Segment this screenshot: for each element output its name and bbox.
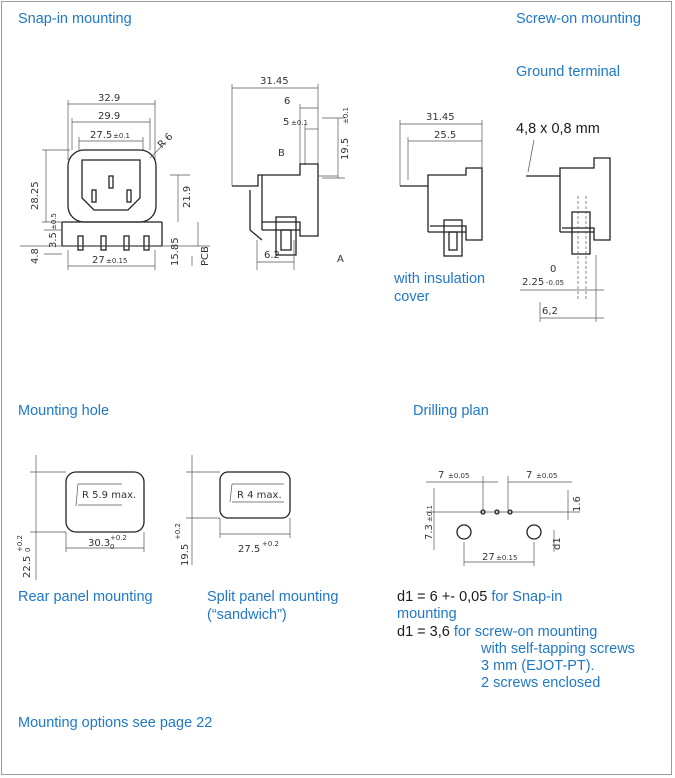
drilling-plan-drawing: 7 ±0.05 7 ±0.05 7.3 ±0.1 1.6 d1 27 ±0.15 <box>424 470 583 566</box>
dim-22-5-tol0: 0 <box>24 548 32 552</box>
dim-zero: 0 <box>550 264 556 275</box>
dim-27-5b-tol: +0.2 <box>262 540 279 548</box>
d1-screw-value: d1 = 3,6 <box>397 624 450 640</box>
dim-r-4: R 4 max. <box>237 490 282 501</box>
mounting-options-note: Mounting options see page 22 <box>18 715 213 731</box>
dim-pcb: PCB <box>200 246 211 266</box>
dim-tol-05: ±0.5 <box>50 213 58 230</box>
dim-4-8: 4.8 <box>30 248 41 264</box>
dim-29-9: 29.9 <box>98 111 120 122</box>
dim-25-5: 25.5 <box>434 130 456 141</box>
insulation-cover-label-2: cover <box>394 289 430 305</box>
rear-panel-hole-drawing: R 5.9 max. 30.3 +0.2 0 22.5 +0.2 0 <box>16 455 145 580</box>
dim-5: 5 <box>283 117 289 128</box>
dim-15-85: 15.85 <box>170 237 181 266</box>
dim-27-5b: 27.5 <box>238 544 260 555</box>
dim-30-3-tol0: 0 <box>110 543 114 551</box>
snap-in-heading: Snap-in mounting <box>18 11 132 27</box>
dim-32-9: 32.9 <box>98 93 120 104</box>
d1-snap-note: d1 = 6 +- 0,05 for Snap-in <box>397 589 562 606</box>
screw-on-heading: Screw-on mounting <box>516 11 641 27</box>
dim-2-25: 2.25 <box>522 277 544 288</box>
dim-30-3: 30.3 <box>88 538 110 549</box>
terminal-size-label: 4,8 x 0,8 mm <box>516 121 600 137</box>
rear-panel-label: Rear panel mounting <box>18 589 153 605</box>
d1-screw-label-1: for screw-on mounting <box>453 624 598 640</box>
split-panel-hole-drawing: R 4 max. 27.5 +0.2 19.5 +0.2 <box>174 455 291 566</box>
dim-d1: d1 <box>552 537 563 550</box>
dim-27-5: 27.5 <box>90 130 112 141</box>
dim-31-45: 31.45 <box>260 76 289 87</box>
dim-7-3: 7.3 <box>424 524 435 540</box>
label-b: B <box>278 148 285 159</box>
dim-tol-015: ±0.15 <box>106 257 127 265</box>
d1-screw-note: d1 = 3,6 for screw-on mounting <box>397 624 597 641</box>
dim-21-9: 21.9 <box>182 186 193 208</box>
dim-3-5: 3.5 <box>48 232 59 248</box>
d1-snap-value: d1 = 6 +- 0,05 <box>397 589 488 605</box>
insulation-cover-label-1: with insulation <box>394 271 486 287</box>
front-view-drawing: 32.9 29.9 27.5 ±0.1 R 6 28.25 3.5 ±0.5 4… <box>20 93 211 270</box>
d1-screw-label-2: with self-tapping screws <box>481 641 635 657</box>
dim-7-right-tol: ±0.05 <box>536 472 557 480</box>
split-panel-label-2: (“sandwich”) <box>207 607 287 623</box>
split-panel-label-1: Split panel mounting <box>207 589 339 605</box>
dim-19-5b: 19.5 <box>180 544 191 566</box>
drilling-plan-heading: Drilling plan <box>413 403 489 419</box>
dim-7-3-tol: ±0.1 <box>426 505 434 522</box>
dim-1-6: 1.6 <box>572 496 583 512</box>
insulation-cover-drawing: 31.45 25.5 <box>399 112 483 257</box>
dim-19-5-tol: ±0.1 <box>342 107 350 124</box>
ground-terminal-label: Ground terminal <box>516 64 620 80</box>
dim-27b-tol: ±0.15 <box>496 554 517 562</box>
dim-5-tol: ±0.1 <box>291 119 308 127</box>
mounting-hole-heading: Mounting hole <box>18 403 110 419</box>
label-a: A <box>337 254 344 265</box>
d1-screw-label-4: 2 screws enclosed <box>481 675 601 691</box>
d1-snap-label: for Snap-in <box>491 589 563 605</box>
dim-19-5b-tol: +0.2 <box>174 523 182 540</box>
side-view-drawing: 31.45 6 5 ±0.1 19.5 ±0.1 B A 6.2 <box>231 76 351 270</box>
dim-6-2b: 6,2 <box>542 306 558 317</box>
dim-7-right: 7 <box>526 470 532 481</box>
screw-on-drawing: 0 2.25 -0.05 6,2 <box>520 139 611 322</box>
dim-r6: R 6 <box>156 131 175 150</box>
dim-r-5-9: R 5.9 max. <box>82 490 136 501</box>
dim-7-left-tol: ±0.05 <box>448 472 469 480</box>
dim-22-5-tol: +0.2 <box>16 535 24 552</box>
dim-6: 6 <box>284 96 290 107</box>
dim-2-25-tol: -0.05 <box>546 279 564 287</box>
dim-tol-01: ±0.1 <box>113 132 130 140</box>
dim-27: 27 <box>92 255 105 266</box>
dim-30-3-tol: +0.2 <box>110 534 127 542</box>
dim-27b: 27 <box>482 552 495 563</box>
dim-6-2: 6.2 <box>264 250 280 261</box>
d1-screw-label-3: 3 mm (EJOT-PT). <box>481 658 595 674</box>
dim-22-5: 22.5 <box>22 556 33 578</box>
dim-28-25: 28.25 <box>30 181 41 210</box>
d1-snap-label-2: mounting <box>397 606 457 622</box>
dim-19-5: 19.5 <box>340 138 351 160</box>
dim-31-45b: 31.45 <box>426 112 455 123</box>
dim-7-left: 7 <box>438 470 444 481</box>
